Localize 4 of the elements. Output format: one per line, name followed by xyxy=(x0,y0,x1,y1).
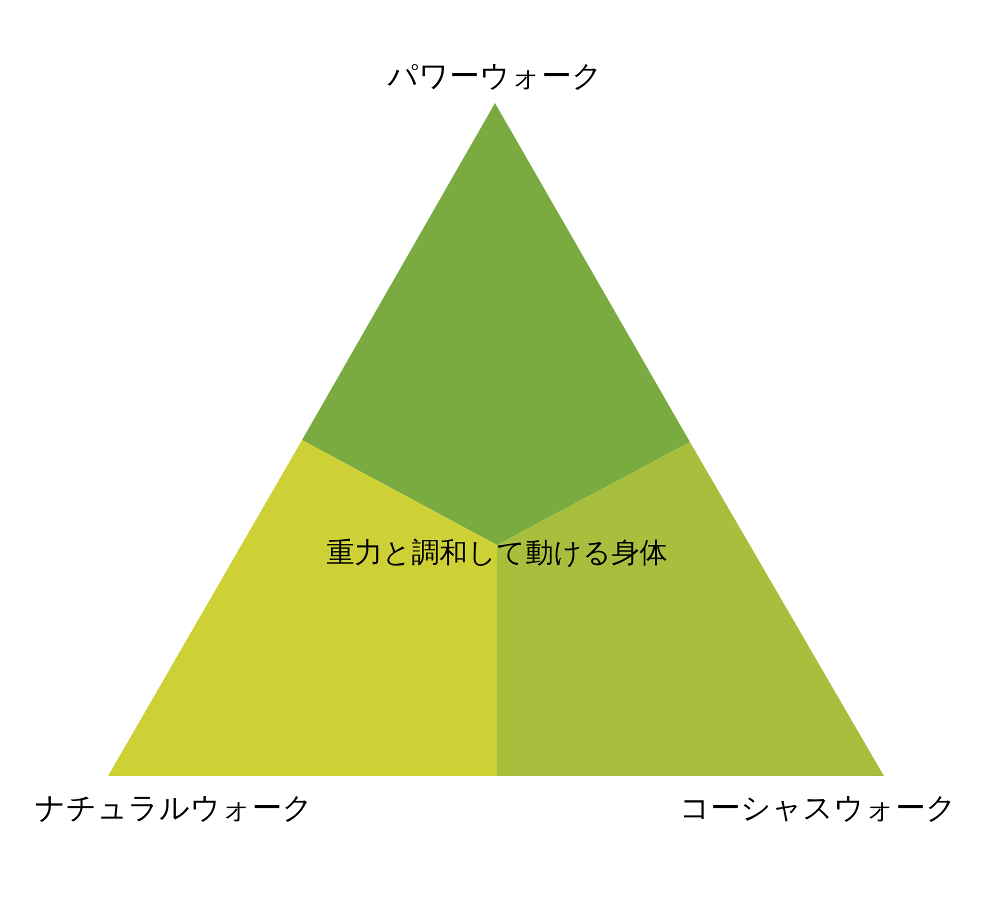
segment-label: ナチュラルウォーク xyxy=(35,794,313,824)
segment-label: コーシャスウォーク xyxy=(680,794,956,824)
segment-label: パワーウォーク xyxy=(388,62,602,92)
center-caption: 重力と調和して動ける身体 xyxy=(326,539,668,567)
